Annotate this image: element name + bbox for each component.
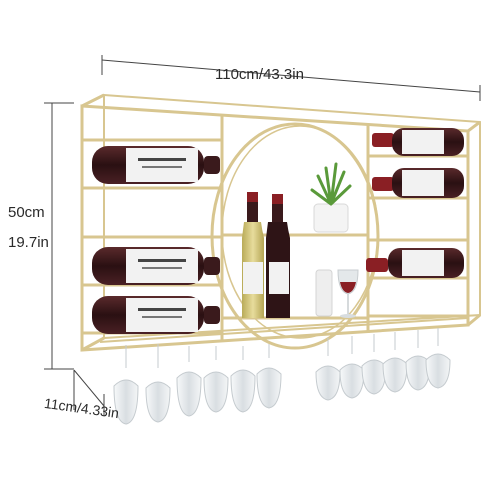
small-wine-glass <box>337 269 359 318</box>
width-label: 110cm/43.3in <box>215 66 304 83</box>
center-bottles <box>242 162 359 318</box>
bottle-standing-white <box>266 194 290 318</box>
height-label-in: 19.7in <box>8 234 49 251</box>
left-bottles <box>92 146 220 334</box>
glass-6 <box>256 344 282 409</box>
glass-8 <box>339 336 365 399</box>
height-label-cm: 50cm <box>8 204 45 221</box>
glass-2 <box>145 344 171 423</box>
bottle-left-1 <box>92 146 220 184</box>
bottle-right-3 <box>366 248 464 278</box>
bottle-right-2 <box>372 168 464 198</box>
glass-12 <box>425 328 451 389</box>
bottle-left-3 <box>92 296 220 334</box>
potted-plant <box>310 162 352 233</box>
glass-5 <box>230 346 256 413</box>
depth-dimension-line <box>73 369 105 407</box>
dimension-lines <box>44 55 481 416</box>
glass-9 <box>361 334 387 395</box>
glass-10 <box>382 332 408 393</box>
bottle-standing-red <box>242 192 264 318</box>
glass-1 <box>113 345 139 425</box>
glass-3 <box>176 346 202 417</box>
right-bottles <box>366 128 464 278</box>
center-ring-inner <box>221 125 379 339</box>
bottle-right-1 <box>372 128 464 156</box>
hanging-glasses <box>113 328 451 425</box>
glass-4 <box>203 346 229 413</box>
glass-7 <box>315 338 341 401</box>
width-dimension-line <box>101 59 481 93</box>
vase <box>315 269 333 317</box>
bottle-left-2 <box>92 247 220 285</box>
